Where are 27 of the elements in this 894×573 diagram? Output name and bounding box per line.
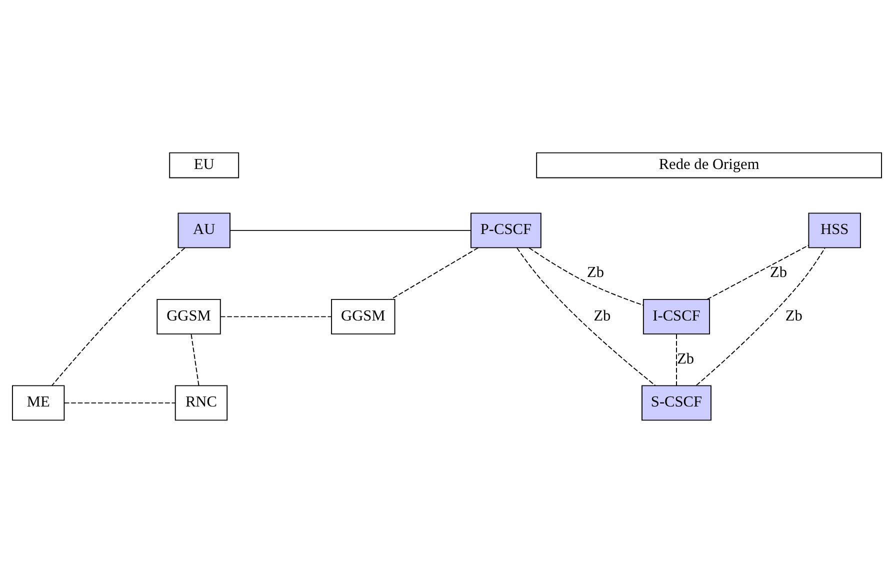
node-box: I-CSCF <box>642 298 710 334</box>
node-box: Rede de Origem <box>536 152 882 178</box>
connector <box>676 334 677 386</box>
node-box: GGSM <box>156 298 221 334</box>
node-box: HSS <box>808 212 861 248</box>
node-box: ME <box>12 385 65 421</box>
node-box: RNC <box>174 385 228 421</box>
edge-label: Zb <box>594 307 611 324</box>
node-box: EU <box>169 152 240 178</box>
connector <box>696 248 826 386</box>
connector <box>706 244 809 300</box>
node-box: P-CSCF <box>470 212 542 248</box>
node-box: S-CSCF <box>642 385 712 421</box>
connector <box>516 248 656 386</box>
edge-label: Zb <box>677 350 694 368</box>
connector <box>230 230 472 231</box>
connector <box>190 334 200 386</box>
connector <box>390 247 479 300</box>
connector <box>528 247 644 306</box>
edge-label: Zb <box>770 264 788 282</box>
connector <box>220 316 332 318</box>
edge-label: Zb <box>785 307 802 324</box>
node-box: AU <box>178 212 230 248</box>
connector <box>64 402 176 404</box>
node-box: GGSM <box>331 298 396 334</box>
edge-label: Zb <box>587 264 604 282</box>
connector <box>52 247 186 386</box>
